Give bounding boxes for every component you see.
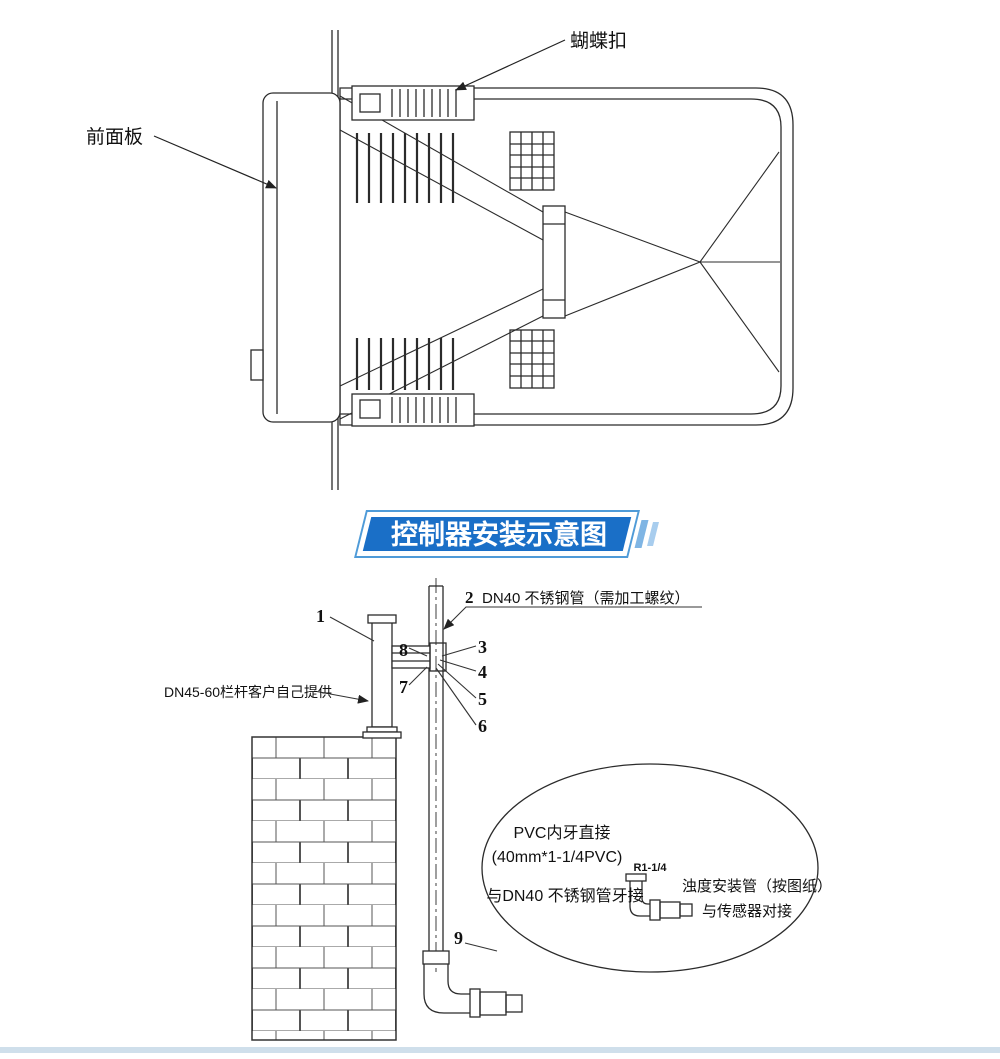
callout-7: 7	[399, 677, 408, 697]
callout-leaders	[313, 606, 702, 952]
banner-fill	[362, 517, 632, 551]
front-panel-leader	[153, 135, 277, 189]
banner-title: 控制器安装示意图	[391, 519, 607, 550]
butterfly-clip-leader	[455, 39, 566, 91]
callout-3: 3	[478, 637, 487, 657]
callout-4: 4	[478, 662, 487, 682]
top-view-leaders	[153, 39, 566, 189]
leader-9	[464, 942, 498, 952]
railing-pole	[362, 614, 402, 739]
front-bezel	[250, 92, 341, 423]
detail-right1: 浊度安装管（按图纸）	[682, 878, 832, 895]
title-banner: 控制器安装示意图	[354, 510, 660, 558]
callout-2: 2	[465, 588, 474, 607]
callout-6: 6	[478, 716, 487, 736]
banner-slash-2	[647, 522, 660, 546]
butterfly-clip-bottom	[351, 393, 475, 427]
detail-thread-label: R1-1/4	[633, 862, 667, 874]
label-front-panel: 前面板	[86, 126, 143, 148]
terminal-grid-top	[509, 131, 555, 191]
leader-6	[435, 667, 477, 726]
butterfly-clip-top	[351, 85, 475, 121]
callout-5: 5	[478, 689, 487, 709]
label-railing: DN45-60栏杆客户自己提供	[164, 684, 332, 700]
pipe-clamp	[391, 642, 447, 672]
vent-louvers-top	[355, 133, 455, 203]
detail-ellipse	[481, 763, 819, 973]
detail-line2: (40mm*1-1/4PVC)	[492, 849, 623, 866]
callout-1: 1	[316, 606, 325, 626]
case-outline	[339, 87, 794, 426]
leader-railing	[313, 690, 369, 704]
detail-line1: PVC内牙直接	[514, 824, 611, 842]
callout-8: 8	[399, 640, 408, 660]
terminal-grid-bottom	[509, 329, 555, 389]
banner-slash-1	[634, 520, 649, 548]
bottom-elbow	[422, 950, 523, 1018]
vent-louvers-bottom	[355, 338, 455, 390]
installation-diagram	[251, 578, 819, 1041]
bottom-border	[0, 1047, 1000, 1053]
leader-5	[437, 663, 477, 699]
detail-fitting	[625, 873, 693, 921]
diagram-texts: 蝴蝶扣 前面板 1 2 DN40 不锈钢管（需加工螺纹） 3 4 5 6 7 8…	[86, 30, 832, 948]
label-pipe: DN40 不锈钢管（需加工螺纹）	[482, 590, 690, 607]
detail-right2: 与传感器对接	[702, 903, 792, 920]
label-butterfly-clip: 蝴蝶扣	[570, 30, 627, 52]
detail-line3: 与DN40 不锈钢管牙接	[486, 887, 643, 905]
controller-top-view	[153, 30, 794, 490]
leader-8	[408, 647, 428, 657]
leader-7	[408, 666, 428, 686]
brick-wall	[251, 736, 397, 1041]
rear-connector	[542, 205, 566, 319]
callout-9: 9	[454, 928, 463, 948]
leader-4	[439, 659, 477, 672]
steel-pipe	[428, 578, 444, 972]
leader-pipe-label	[443, 606, 702, 630]
leader-3	[441, 645, 477, 657]
case-inner-edge	[340, 98, 782, 415]
leader-1	[329, 616, 375, 642]
